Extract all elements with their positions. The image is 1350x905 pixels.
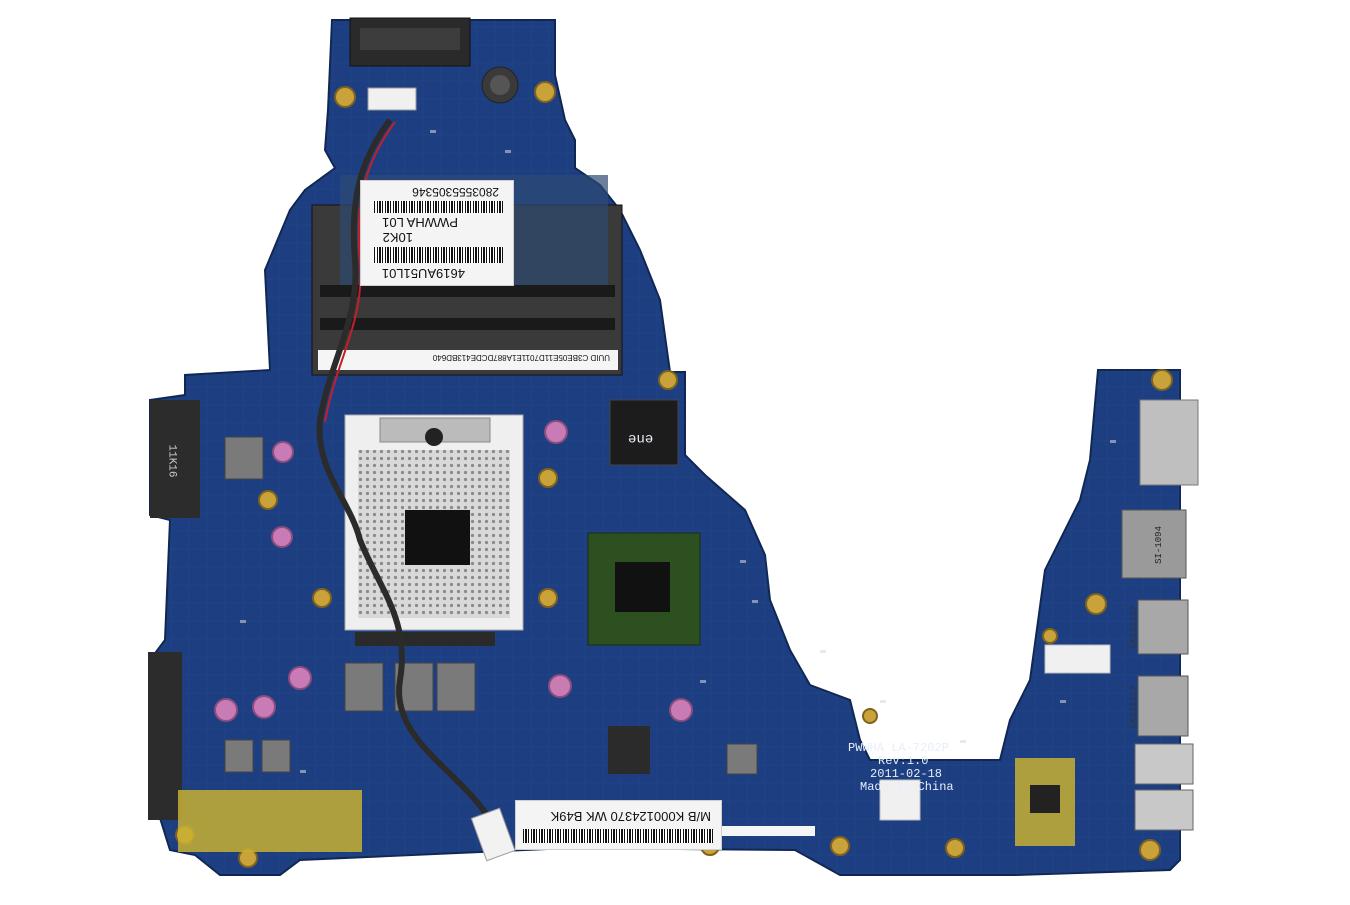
- audio-jack-1: [1134, 743, 1194, 785]
- board-origin: Made In China: [860, 780, 954, 794]
- ene-controller-chip: [609, 399, 679, 466]
- mb-barcode: [523, 829, 713, 843]
- vga-port: [1139, 399, 1199, 486]
- board-model: PWWHA LA-7202P: [848, 741, 949, 755]
- sticker-line-2: 10K2: [382, 230, 413, 245]
- sticker-barcode-2: [373, 201, 503, 213]
- sata-connector-bottom: [148, 652, 182, 820]
- sticker-barcode-1: [373, 247, 503, 263]
- cpu-fan-cable: [316, 118, 493, 822]
- sticker-line-1: 4619AU51L01: [381, 266, 465, 281]
- audio-jack-2: [1134, 789, 1194, 831]
- mb-label-sticker: M/B K000124370 WK B49K: [515, 800, 722, 850]
- sticker-line-3: PWWHA L01: [382, 215, 458, 230]
- chipset: [587, 532, 701, 646]
- sata-left-label: 11K16: [165, 444, 178, 478]
- usb-port-1-label: CK111117: [1128, 605, 1139, 649]
- kapton-tape-left: [178, 790, 362, 852]
- usb-port-1: [1137, 599, 1189, 655]
- usb-port-2-label: CK111117: [1128, 685, 1139, 729]
- mounting-holes: [175, 81, 1173, 868]
- ethernet-port-label: SI-1094: [1153, 526, 1164, 564]
- board-label-sticker: 4619AU51L01 10K2 PWWHA L01 2803555305346: [360, 180, 514, 286]
- board-date: 2011-02-18: [870, 767, 943, 781]
- ethernet-port: [1121, 509, 1187, 579]
- capacitors: [214, 420, 693, 722]
- sticker-line-4: 2803555305346: [412, 185, 499, 199]
- ene-chip-brand: ene: [628, 430, 654, 446]
- usb-port-2: [1137, 675, 1189, 737]
- uuid-label: UUID C3BE05E11D7011E1A887DCDE413BD640: [432, 353, 610, 362]
- board-revision: Rev:1.0: [878, 754, 929, 768]
- mb-label-text: M/B K000124370 WK B49K: [550, 809, 711, 824]
- sata-connector-top: [150, 400, 200, 518]
